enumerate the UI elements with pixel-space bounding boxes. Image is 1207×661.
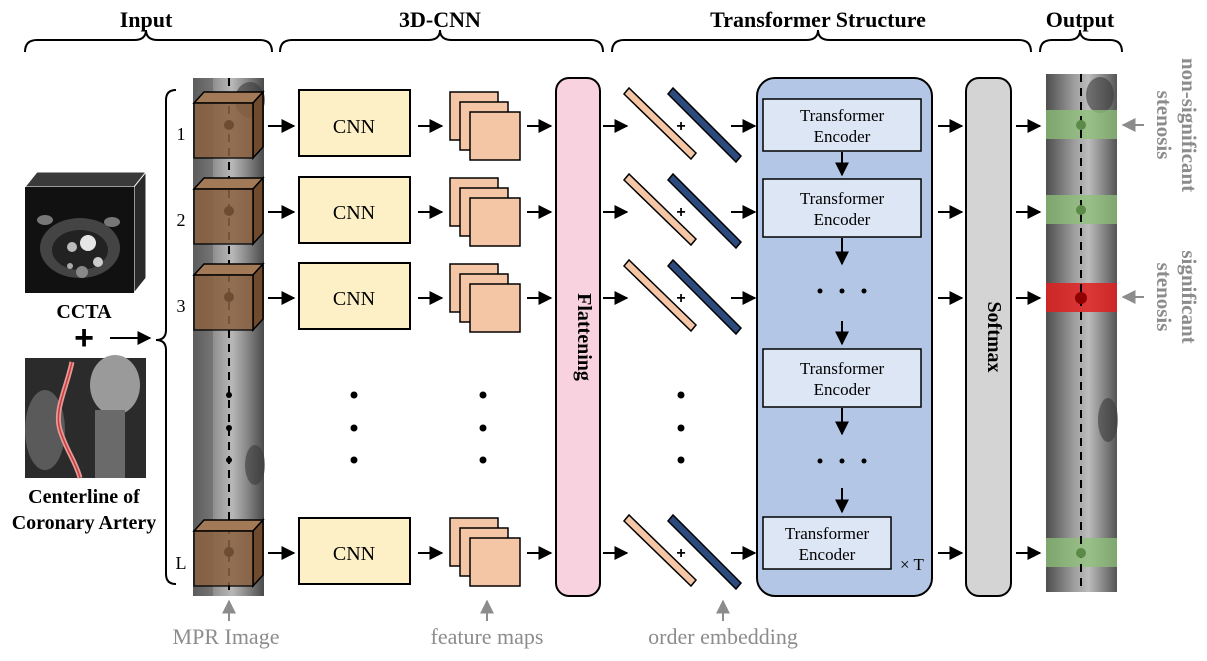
row-ellipsis [350, 391, 685, 464]
non-significant-label-line1: non-significant [1177, 58, 1201, 192]
row-label-3: 3 [177, 296, 186, 316]
brace-transformer [611, 29, 1032, 53]
section-braces [24, 29, 1123, 53]
row-1: CNN + [268, 86, 1042, 164]
feature-maps-stack [449, 517, 521, 587]
feature-maps-stack [449, 177, 521, 247]
transformer-encoder-4 [762, 516, 892, 570]
mpr-cube-1 [192, 90, 265, 160]
cnn-label: CNN [333, 202, 375, 224]
significant-label-line1: significant [1177, 250, 1201, 343]
transformer-encoder-1 [762, 98, 922, 152]
cnn-block [298, 262, 411, 330]
section-title-output: Output [1046, 7, 1115, 32]
svg-text:Transformer: Transformer [800, 189, 885, 208]
ccta-image [23, 170, 148, 295]
ccta-label: CCTA [56, 301, 112, 323]
cnn-block [298, 517, 411, 585]
row-l: CNN + [268, 513, 1042, 591]
row-label-2: 2 [177, 210, 186, 230]
mpr-cube-l [192, 518, 265, 588]
svg-text:Transformer: Transformer [800, 359, 885, 378]
feature-maps-stack [449, 263, 521, 333]
order-embedding-pair: + [622, 258, 743, 336]
times-t-label: × T [900, 555, 925, 574]
transformer-encoders: Transformer Encoder Transformer Encoder … [762, 98, 922, 570]
centerline-label-line2: Coronary Artery [12, 512, 157, 534]
flattening-block [555, 77, 601, 597]
feature-maps-caption: feature maps [431, 624, 544, 649]
brace-3d-cnn [279, 29, 604, 53]
svg-text:Transformer: Transformer [800, 106, 885, 125]
svg-text:Encoder: Encoder [814, 210, 871, 229]
cnn-label: CNN [333, 288, 375, 310]
softmax-label: Softmax [983, 301, 1005, 372]
mpr-cube-2 [192, 176, 265, 246]
significant-label-line2: stenosis [1152, 263, 1176, 332]
mpr-cube-3 [192, 262, 265, 332]
svg-text:Encoder: Encoder [814, 127, 871, 146]
row-label-1: 1 [177, 124, 186, 144]
brace-output [1039, 29, 1123, 53]
section-title-input: Input [120, 7, 173, 32]
section-title-transformer: Transformer Structure [710, 7, 926, 32]
cnn-block [298, 89, 411, 157]
section-title-3d-cnn: 3D-CNN [399, 7, 481, 32]
cnn-label: CNN [333, 543, 375, 565]
brace-input [24, 29, 273, 53]
encoder-ellipsis-2 [817, 458, 867, 464]
svg-text:Transformer: Transformer [785, 524, 870, 543]
svg-text:Encoder: Encoder [814, 380, 871, 399]
transformer-encoder-2 [762, 178, 922, 238]
centerline-image [25, 355, 146, 479]
feature-maps-stack [449, 91, 521, 161]
svg-text:+: + [676, 545, 685, 562]
vertical-brace [155, 89, 177, 585]
order-embedding-pair: + [622, 86, 743, 164]
encoder-ellipsis-1 [817, 288, 867, 294]
non-significant-label-line2: stenosis [1152, 91, 1176, 160]
centerline-label-line1: Centerline of [28, 486, 140, 508]
plus-sign: + [74, 319, 94, 357]
svg-text:+: + [676, 290, 685, 307]
order-embedding-pair: + [622, 172, 743, 250]
cnn-block [298, 176, 411, 244]
row-3: CNN + [268, 258, 1042, 336]
svg-text:Encoder: Encoder [799, 545, 856, 564]
row-label-l: L [176, 553, 187, 573]
order-embedding-pair: + [622, 513, 743, 591]
output-image [1046, 74, 1118, 592]
flattening-label: Flattening [573, 293, 595, 381]
cnn-label: CNN [333, 116, 375, 138]
order-embedding-caption: order embedding [648, 624, 798, 649]
transformer-encoder-3 [762, 348, 922, 408]
mpr-cubes [192, 90, 265, 588]
row-2: CNN + [268, 172, 1042, 250]
svg-text:+: + [676, 204, 685, 221]
svg-text:+: + [676, 118, 685, 135]
softmax-block [965, 77, 1012, 597]
mpr-image-caption: MPR Image [173, 624, 280, 649]
